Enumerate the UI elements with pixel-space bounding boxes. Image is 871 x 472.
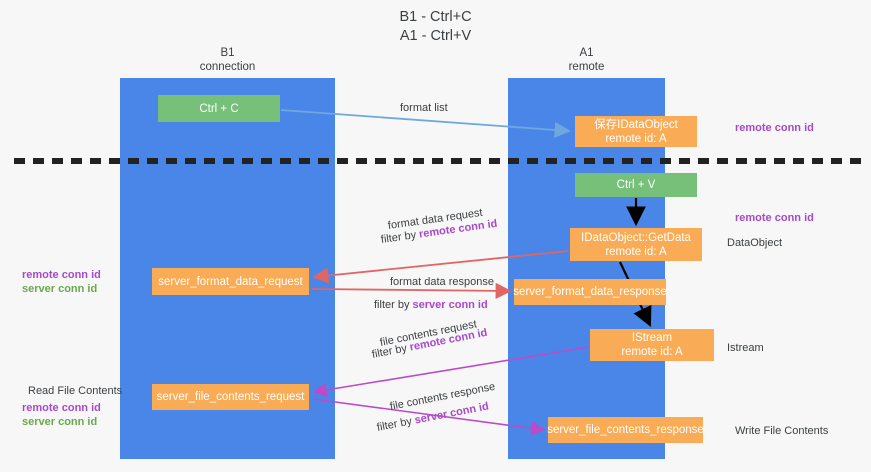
annotation-dataobject: DataObject (727, 237, 783, 249)
node-ctrl-c-label: Ctrl + C (199, 102, 239, 115)
edge-label-format-data-response-filter: filter by server conn id (374, 298, 488, 312)
node-server-file-contents-request-label: server_file_contents_request (156, 391, 305, 403)
annotation-istream: Istream (727, 342, 764, 354)
node-ctrl-v[interactable]: Ctrl + V (575, 173, 697, 197)
node-istream-label: IStream (631, 332, 673, 344)
node-idataobject-getdata[interactable]: IDataObject::GetData remote id: A (570, 228, 702, 261)
node-istream[interactable]: IStream remote id: A (590, 329, 714, 361)
swimlane-a1-subtitle: remote (568, 61, 605, 73)
node-istream-subtext: remote id: A (621, 346, 683, 358)
node-save-idataobject[interactable]: 保存IDataObject remote id: A (575, 116, 697, 147)
edge-label-format-list: format list (400, 102, 448, 114)
swimlane-a1-title: A1 (579, 47, 594, 59)
node-save-idataobject-label: 保存IDataObject (594, 118, 678, 131)
filter-prefix: filter by (370, 341, 411, 361)
swimlane-header-b1: B1 connection (120, 46, 335, 74)
annotation-write-file-contents: Write File Contents (735, 425, 829, 437)
node-ctrl-v-label: Ctrl + V (616, 179, 656, 191)
annotation-left-remote-conn-id-1: remote conn id (22, 269, 101, 281)
swimlane-b1-subtitle: connection (199, 61, 256, 73)
annotation-left-conn-ids-top: remote conn id server conn id (22, 268, 101, 296)
annotation-remote-conn-id-top: remote conn id (735, 122, 814, 134)
node-server-file-contents-request[interactable]: server_file_contents_request (152, 384, 309, 410)
node-server-format-data-request-label: server_format_data_request (158, 275, 303, 288)
diagram-title: B1 - Ctrl+C A1 - Ctrl+V (399, 9, 472, 44)
filter-key-server-conn-id: server conn id (412, 299, 488, 311)
edge-label-format-data-response: format data response (390, 276, 494, 288)
filter-prefix: filter by (380, 228, 420, 246)
filter-prefix: filter by (374, 299, 413, 311)
node-idataobject-getdata-label: IDataObject::GetData (581, 231, 691, 244)
swimlane-b1-title: B1 (220, 47, 235, 59)
swimlane-header-a1: A1 remote (508, 46, 665, 74)
filter-prefix: filter by (375, 414, 416, 434)
annotation-left-server-conn-id-2: server conn id (22, 416, 98, 428)
annotation-read-file-contents: Read File Contents (28, 385, 123, 397)
annotation-left-conn-ids-bottom: remote conn id server conn id (22, 401, 101, 429)
node-save-idataobject-subtext: remote id: A (605, 132, 667, 145)
node-server-file-contents-response-label: server_file_contents_response (547, 424, 704, 436)
node-ctrl-c[interactable]: Ctrl + C (158, 95, 280, 122)
node-idataobject-getdata-subtext: remote id: A (605, 245, 667, 258)
annotation-left-remote-conn-id-2: remote conn id (22, 402, 101, 414)
annotation-left-server-conn-id-1: server conn id (22, 283, 98, 295)
annotation-remote-conn-id-mid: remote conn id (735, 212, 814, 224)
node-server-file-contents-response[interactable]: server_file_contents_response (547, 417, 704, 443)
node-server-format-data-request[interactable]: server_format_data_request (152, 268, 309, 295)
